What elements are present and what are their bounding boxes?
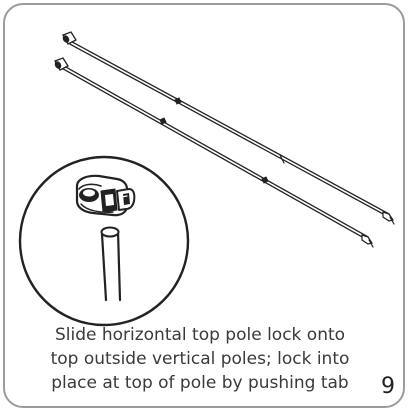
detail-circle: [18, 155, 190, 327]
instruction-caption: Slide horizontal top pole lock onto top …: [27, 323, 373, 395]
pole-assembly-illustration: [18, 31, 395, 327]
lower-pole: [54, 57, 374, 248]
pole-lock-clamp: [75, 174, 136, 217]
caption-line: top outside vertical poles; lock into: [50, 349, 350, 369]
caption-line: Slide horizontal top pole lock onto: [54, 325, 346, 345]
step-number: 9: [381, 374, 395, 399]
upper-pole: [62, 31, 395, 225]
caption-line: place at top of pole by pushing tab: [51, 373, 349, 393]
instruction-panel: Slide horizontal top pole lock onto top …: [3, 3, 405, 408]
pole-end: [100, 226, 122, 302]
